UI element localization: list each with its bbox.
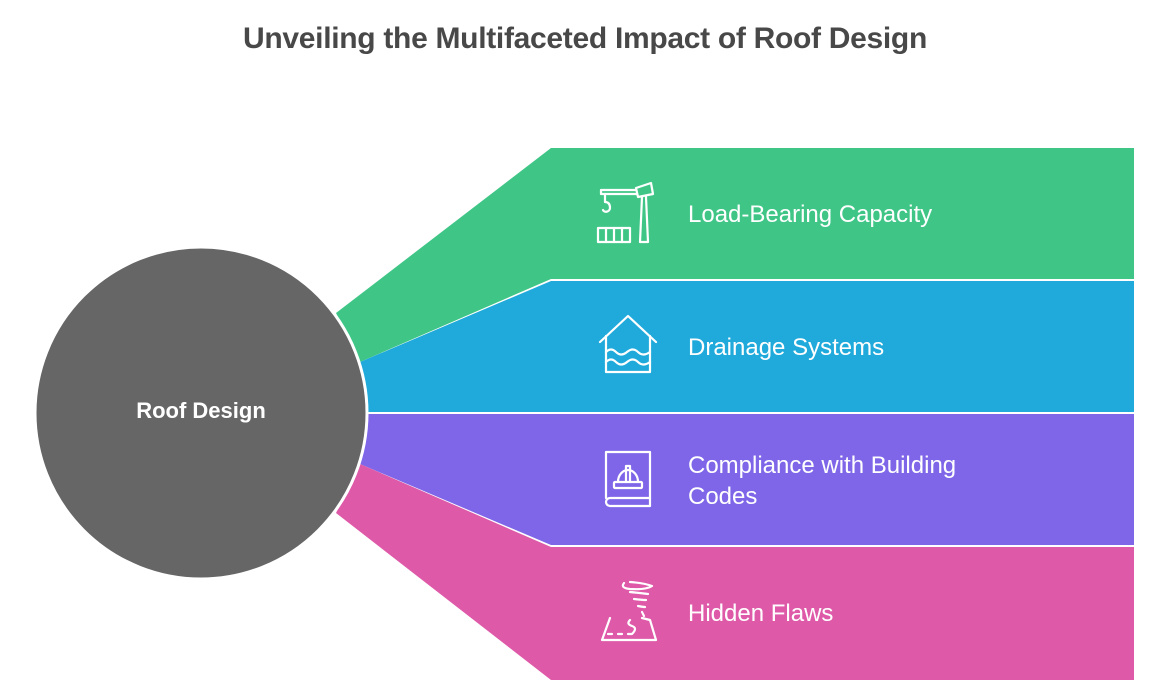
building-code-book-icon bbox=[604, 450, 652, 508]
crane-icon bbox=[596, 181, 655, 244]
center-node bbox=[33, 245, 369, 581]
tornado-map-icon bbox=[600, 580, 658, 642]
branch-label-compliance: Compliance with Building Codes bbox=[688, 452, 957, 510]
branch-band-drainage bbox=[360, 281, 1134, 412]
branch-label-drainage: Drainage Systems bbox=[688, 334, 885, 361]
diagram-title: Unveiling the Multifaceted Impact of Roo… bbox=[243, 22, 927, 55]
branch-band-load-bearing bbox=[336, 148, 1134, 362]
branch-label-hidden-flaws: Hidden Flaws bbox=[688, 600, 834, 627]
center-node-label: Roof Design bbox=[136, 398, 266, 423]
flooded-house-icon bbox=[598, 314, 658, 374]
branch-label-load-bearing: Load-Bearing Capacity bbox=[688, 201, 933, 228]
branch-band-hidden-flaws bbox=[336, 464, 1134, 680]
branch-band-compliance bbox=[360, 414, 1134, 545]
